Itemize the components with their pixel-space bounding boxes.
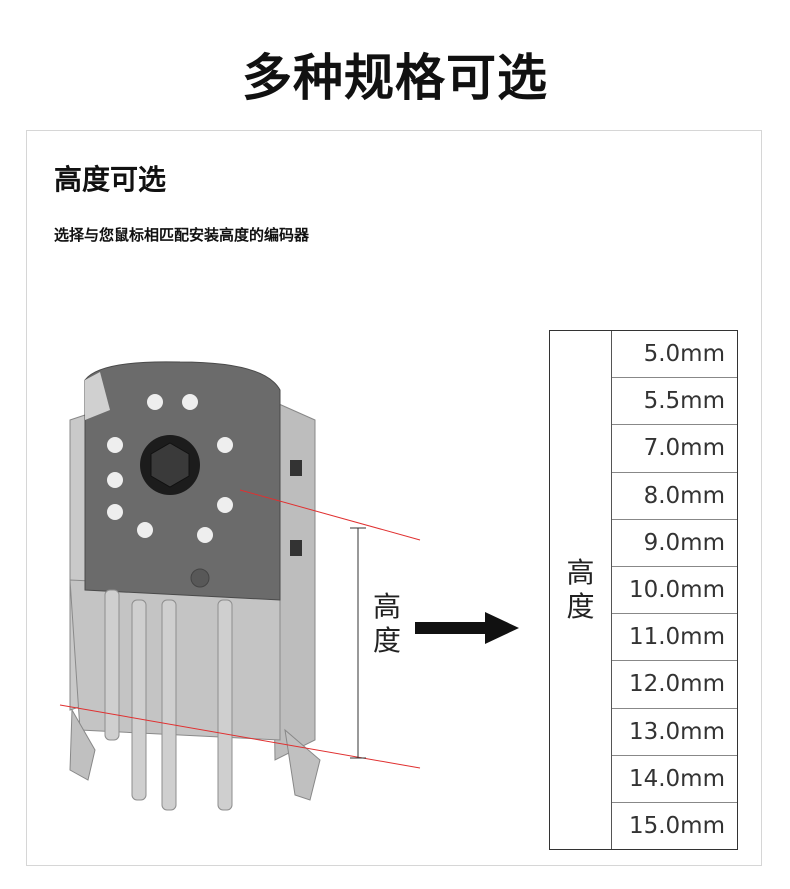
page-title: 多种规格可选 [242, 49, 548, 107]
spec-row: 5.0mm [612, 331, 737, 379]
spec-row: 15.0mm [628, 812, 725, 839]
spec-row: 12.0mm [612, 661, 737, 709]
spec-row: 10.0mm [612, 567, 737, 615]
spec-row: 14.0mm [612, 756, 737, 803]
arrow-right-icon [415, 612, 519, 644]
spec-table-label-cell: 高度 [550, 331, 612, 849]
height-dimension-label: 高度 [372, 590, 401, 657]
panel-subtitle: 选择与您鼠标相匹配安装高度的编码器 [54, 226, 310, 244]
spec-row: 7.0mm [612, 425, 737, 473]
height-spec-table: 高度 5.0mm 5.5mm 7.0mm 8.0mm 9.0mm 10.0mm … [549, 330, 738, 850]
panel-title: 高度可选 [54, 163, 167, 196]
spec-row: 5.5mm [612, 378, 737, 426]
spec-row: 9.0mm [612, 520, 737, 567]
spec-row: 13.0mm [612, 709, 737, 756]
spec-row: 11.0mm [612, 614, 737, 662]
encoder-product-image [59, 361, 421, 811]
spec-row: 8.0mm [612, 473, 737, 520]
spec-table-values: 5.0mm 5.5mm 7.0mm 8.0mm 9.0mm 10.0mm 11.… [612, 331, 737, 849]
spec-table-label: 高度 [566, 556, 595, 623]
